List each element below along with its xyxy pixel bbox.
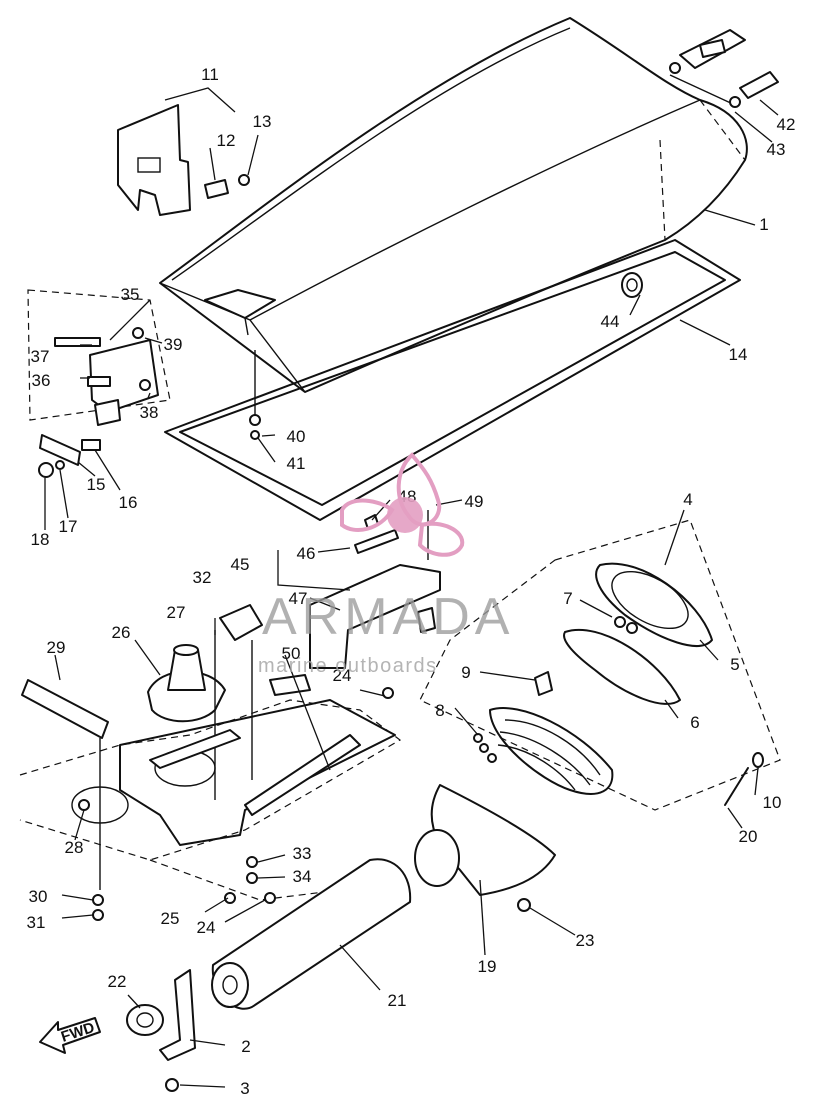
hood-gasket-frame [164,239,741,521]
part-label-14: 14 [729,345,748,364]
part-label-32: 32 [193,568,212,587]
part-label-38: 38 [140,403,159,422]
part-label-34: 34 [293,867,312,886]
part-label-20: 20 [739,827,758,846]
part-label-31: 31 [27,913,46,932]
outlet-cover-assembly [419,519,781,811]
bracket-bar-29 [21,679,109,890]
part-label-47: 47 [289,589,308,608]
watermark-tagline: marine outboards [258,655,438,677]
part-label-25: 25 [161,909,180,928]
part-label-26: 26 [112,623,131,642]
part-label-24a: 24 [333,666,352,685]
part-label-3: 3 [240,1079,249,1098]
part-label-28: 28 [65,838,84,857]
watermark-brand: ARMADA [262,588,514,646]
part-label-13: 13 [253,112,272,131]
pin-20 [724,752,764,806]
part-label-18: 18 [31,530,50,549]
grommet-44 [621,272,643,298]
part-label-12: 12 [217,131,236,150]
exhaust-elbow-19 [414,784,556,896]
part-label-15: 15 [87,475,106,494]
part-label-9: 9 [461,663,470,682]
fwd-label: FWD [59,1019,97,1046]
hood-hinge [669,29,779,108]
nut-23 [517,898,531,912]
mounting-bracket [309,510,441,669]
watermark: ARMADA marine outboards [258,452,514,677]
engine-hood [159,17,748,393]
part-label-21: 21 [388,991,407,1010]
part-label-39: 39 [164,335,183,354]
part-label-46: 46 [297,544,316,563]
part-label-19: 19 [478,957,497,976]
leader-lines [44,87,779,1088]
part-label-5: 5 [730,655,739,674]
hinge-hardware [38,434,101,478]
part-label-24b: 24 [197,918,216,937]
part-label-2: 2 [241,1037,250,1056]
part-label-8: 8 [435,701,444,720]
watermark-logo [340,452,465,557]
part-label-6: 6 [690,713,699,732]
part-number-labels: 1 2 3 4 5 6 7 8 9 10 11 12 13 14 15 16 1… [27,65,796,1098]
engine-bed-plate [19,674,402,921]
part-label-37: 37 [31,347,50,366]
bracket-32 [219,604,263,780]
part-label-22: 22 [108,972,127,991]
part-label-45: 45 [231,555,250,574]
part-label-33: 33 [293,844,312,863]
part-label-41: 41 [287,454,306,473]
part-label-29: 29 [47,638,66,657]
support-bracket-2 [159,969,196,1092]
part-label-36: 36 [32,371,51,390]
latch-plate [117,104,250,216]
part-label-43: 43 [767,140,786,159]
outlet-housing [489,707,614,795]
part-label-49: 49 [465,492,484,511]
latch-assembly [27,289,171,426]
part-label-17: 17 [59,517,78,536]
part-label-11: 11 [201,65,219,84]
part-label-50: 50 [282,644,301,663]
silencer-21 [211,858,412,1010]
part-label-4: 4 [683,490,692,509]
part-label-1: 1 [759,215,768,234]
part-label-40: 40 [287,427,306,446]
part-label-35: 35 [121,285,140,304]
gasket-6 [563,628,681,705]
fwd-direction-arrow: FWD [39,1017,101,1054]
part-label-30: 30 [29,887,48,906]
rubber-boot [147,630,226,800]
part-label-23: 23 [576,931,595,950]
hood-bolt [249,350,261,440]
part-label-16: 16 [119,493,138,512]
part-label-44: 44 [601,312,620,331]
part-label-7: 7 [563,589,572,608]
part-label-27: 27 [167,603,186,622]
part-label-42: 42 [777,115,796,134]
part-label-10: 10 [763,793,782,812]
grommet-22 [126,1004,164,1036]
